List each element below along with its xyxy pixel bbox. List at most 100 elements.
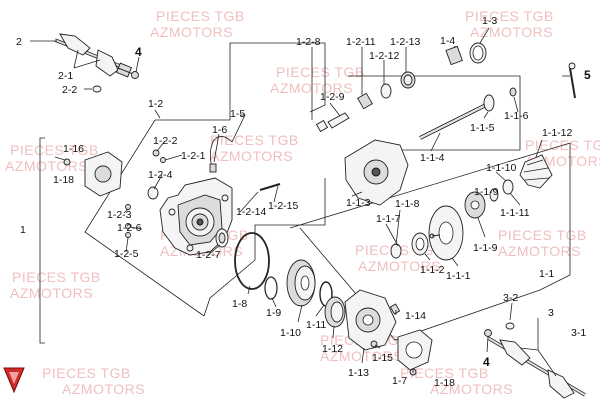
label-1-2-14: 1-2-14: [236, 206, 267, 218]
label-1-1-2: 1-1-2: [420, 264, 445, 276]
label-1-2-12: 1-2-12: [369, 50, 400, 62]
output-shaft-1-1-4: [419, 87, 517, 140]
watermark-line2: AZMOTORS: [470, 24, 553, 40]
housing-1-2: [159, 177, 233, 256]
label-1-1-8: 1-1-8: [395, 198, 420, 210]
label-3-1: 3-1: [571, 327, 586, 339]
cover-plate-1-16: [84, 151, 123, 197]
label-3: 3: [548, 307, 554, 319]
label-1-2-7: 1-2-7: [196, 249, 221, 261]
label-1-12: 1-12: [322, 343, 343, 355]
boot-1-1-12: [519, 154, 553, 189]
label-2-2: 2-2: [62, 84, 77, 96]
pinion-shaft-1-2-8: [315, 71, 416, 133]
watermark-line1: PIECES TGB: [498, 227, 587, 243]
ring-1-8: [234, 232, 270, 290]
watermark-line2: AZMOTORS: [498, 243, 581, 259]
label-1-2-11: 1-2-11: [346, 36, 376, 48]
bearing-1-2-7: [215, 228, 229, 248]
label-1-4: 1-4: [440, 35, 455, 47]
watermark-line2: AZMOTORS: [358, 258, 441, 274]
watermark-line2: AZMOTORS: [430, 381, 513, 397]
label-5: 5: [584, 68, 591, 82]
drive-axle-3: [484, 329, 586, 399]
small-housing-parts: [125, 149, 281, 238]
label-1-10: 1-10: [280, 327, 301, 339]
label-4-bottom: 4: [483, 355, 490, 369]
label-1-2: 1-2: [148, 98, 163, 110]
label-1-2-6: 1-2-6: [117, 222, 142, 234]
label-1-1-5: 1-1-5: [470, 122, 495, 134]
watermark-line1: PIECES TGB: [156, 8, 245, 24]
watermark-line2: AZMOTORS: [62, 381, 145, 397]
label-1-7: 1-7: [392, 375, 407, 387]
label-1-1-3: 1-1-3: [346, 197, 371, 209]
label-1-2-5: 1-2-5: [114, 248, 139, 260]
bolt-1-18: [63, 158, 71, 166]
bolt-1-14: [389, 303, 401, 315]
label-1-1-4: 1-1-4: [420, 152, 445, 164]
label-1-1-6: 1-1-6: [504, 110, 529, 122]
bearing-1-12: [324, 296, 346, 328]
sleeve-1-4: [445, 45, 463, 66]
watermark-line1: PIECES TGB: [210, 132, 299, 148]
label-3-2: 3-2: [503, 292, 518, 304]
gasket-1-7: [397, 329, 433, 371]
label-1-2-3: 1-2-3: [107, 209, 132, 221]
watermark-line1: PIECES TGB: [465, 8, 554, 24]
label-1-2-1: 1-2-1: [181, 150, 206, 162]
label-1-1-7: 1-1-7: [376, 213, 401, 225]
label-1-1-12: 1-1-12: [542, 127, 573, 139]
label-1-14: 1-14: [405, 310, 426, 322]
breather-tube-1-5: [209, 136, 233, 173]
clip-5: [568, 62, 576, 99]
leader-lines: [30, 27, 570, 377]
label-1: 1: [20, 224, 26, 236]
label-1-8: 1-8: [232, 298, 247, 310]
label-1-1-11: 1-1-11: [500, 207, 530, 219]
label-1-2-8: 1-2-8: [296, 36, 321, 48]
label-1-6: 1-6: [212, 124, 227, 136]
shim-1-9: [264, 276, 278, 300]
label-1-2-2: 1-2-2: [153, 135, 178, 147]
label-1-11: 1-11: [306, 319, 326, 331]
label-2: 2: [16, 36, 22, 48]
watermark-line2: AZMOTORS: [10, 285, 93, 301]
cover-housing-1-13: [344, 289, 397, 351]
label-1-15: 1-15: [372, 352, 393, 364]
rings-1-1-10: [464, 179, 514, 219]
disc-1-1-8: [390, 205, 464, 261]
o-ring-2-2: [92, 85, 102, 93]
label-1-2-13: 1-2-13: [390, 36, 421, 48]
label-1-2-9: 1-2-9: [320, 91, 345, 103]
label-1-1-9-top: 1-1-9: [474, 186, 499, 198]
seal-1-3: [469, 42, 487, 64]
watermark-line1: PIECES TGB: [10, 142, 99, 158]
watermark-line1: PIECES TGB: [42, 365, 131, 381]
label-1-1: 1-1: [539, 268, 554, 280]
label-1-1-9: 1-1-9: [473, 242, 498, 254]
callout-labels: 2 2-1 2-2 4 1-2 1-5 1-6 1-2-2 1-2-1 1-16…: [16, 15, 591, 389]
label-1-1-1: 1-1-1: [446, 270, 471, 282]
watermark-line2: AZMOTORS: [210, 148, 293, 164]
label-1-1-10: 1-1-10: [486, 162, 517, 174]
screw-4-top: [131, 71, 139, 79]
watermark-line1: PIECES TGB: [12, 269, 101, 285]
watermark-line2: AZMOTORS: [150, 24, 233, 40]
o-ring-3-2: [505, 322, 515, 330]
label-1-18-left: 1-18: [53, 174, 74, 186]
watermark-line2: AZMOTORS: [5, 158, 88, 174]
brand-logo: [3, 367, 25, 394]
watermark-line2: AZMOTORS: [270, 80, 353, 96]
label-1-9: 1-9: [266, 307, 281, 319]
ring-gear-1-10: [286, 259, 316, 307]
label-1-16: 1-16: [63, 143, 84, 155]
label-1-5: 1-5: [230, 108, 245, 120]
label-2-1: 2-1: [58, 70, 73, 82]
label-1-2-15: 1-2-15: [268, 200, 299, 212]
label-1-3: 1-3: [482, 15, 497, 27]
watermark-group: PIECES TGB AZMOTORS PIECES TGB AZMOTORS …: [5, 8, 600, 397]
label-1-2-4: 1-2-4: [148, 169, 173, 181]
label-1-18-bottom: 1-18: [434, 377, 455, 389]
